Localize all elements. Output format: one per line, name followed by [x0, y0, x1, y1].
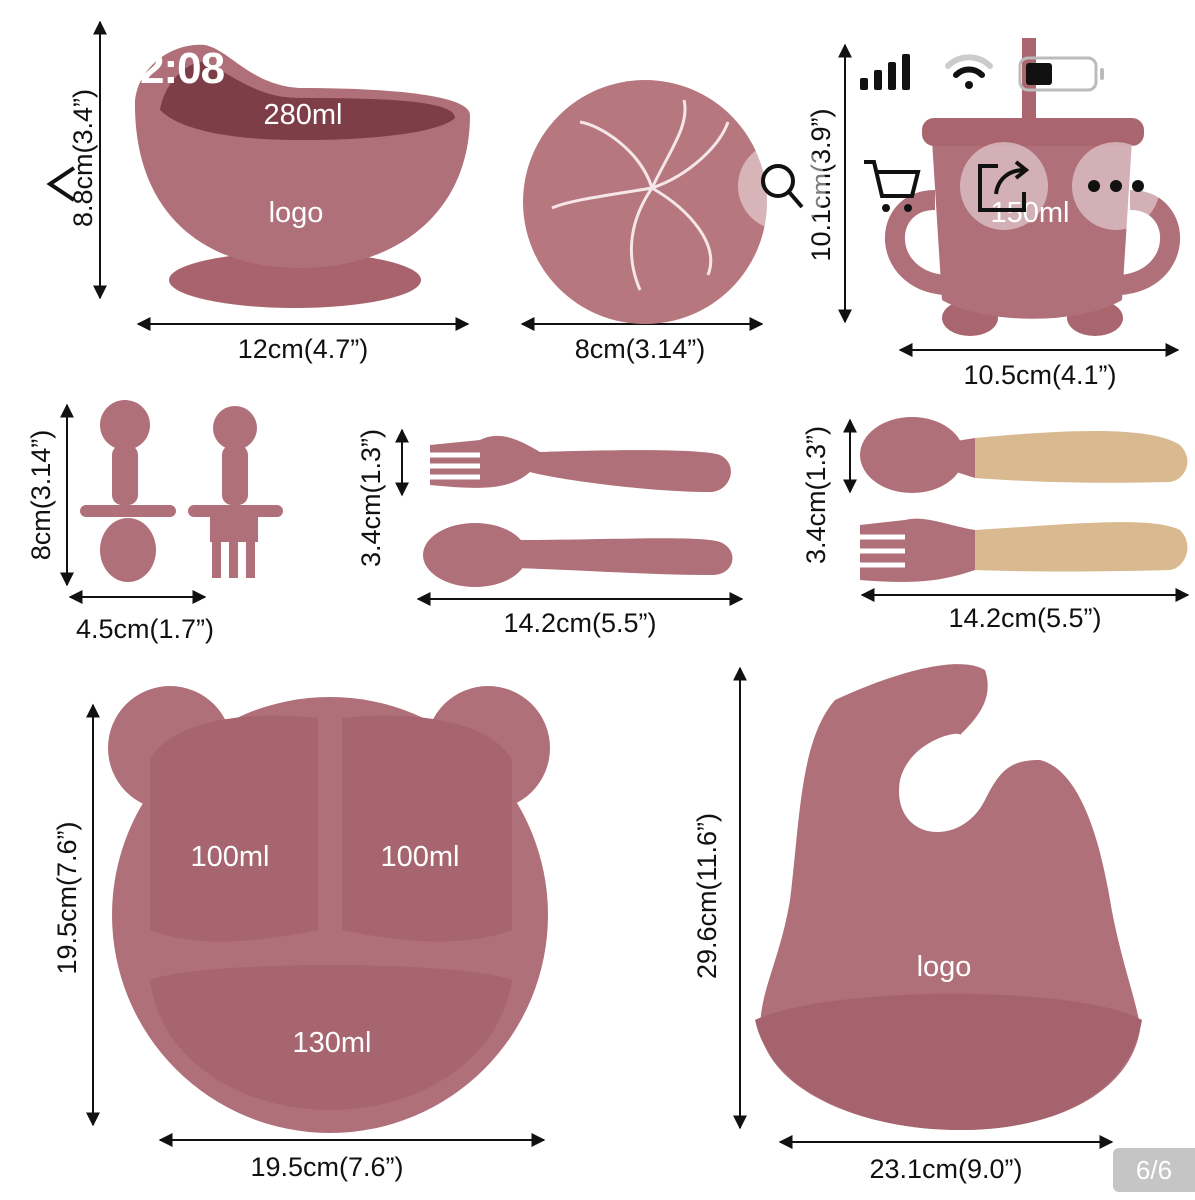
plate-bottom-capacity-label: 130ml	[293, 1027, 372, 1059]
plate-right-capacity-label: 100ml	[381, 841, 460, 873]
plate-height-label: 19.5cm(7.6”)	[52, 821, 82, 974]
cup-height-label: 10.1cm(3.9”)	[806, 108, 836, 261]
bib: logo	[755, 664, 1142, 1130]
wifi-icon	[945, 54, 993, 89]
search-icon	[761, 164, 804, 209]
bib-height-label: 29.6cm(11.6”)	[692, 813, 722, 979]
share-button[interactable]	[960, 142, 1048, 230]
cart-icon	[864, 160, 921, 212]
plate-left-capacity-label: 100ml	[191, 841, 270, 873]
bib-logo-label: logo	[917, 951, 972, 983]
status-icons	[860, 54, 1104, 92]
silicone-utensils-height-label: 3.4cm(1.3”)	[356, 429, 386, 567]
back-chevron-icon[interactable]	[42, 160, 82, 210]
more-icon	[1088, 180, 1144, 192]
mini-utensils	[80, 400, 283, 582]
bowl-height-label: 8.8cm(3.4”)	[68, 89, 98, 227]
dimension-arrows	[60, 20, 1190, 1149]
bowl: 280ml logo	[135, 44, 470, 308]
image-counter: 6/6	[1113, 1148, 1195, 1192]
status-time: 2:08	[140, 44, 225, 93]
bowl-width-label: 12cm(4.7”)	[238, 334, 369, 364]
mini-utensils-width-label: 4.5cm(1.7”)	[76, 614, 214, 644]
silicone-utensils-width-label: 14.2cm(5.5”)	[503, 608, 656, 638]
cup-width-label: 10.5cm(4.1”)	[963, 360, 1116, 390]
battery-icon	[1018, 56, 1104, 92]
wood-utensils	[858, 417, 1188, 582]
snack-lid	[523, 80, 767, 324]
bowl-logo-label: logo	[269, 197, 324, 229]
wood-utensils-width-label: 14.2cm(5.5”)	[948, 603, 1101, 633]
cup-capacity-label: 150ml	[991, 197, 1070, 229]
plate-width-label: 19.5cm(7.6”)	[250, 1152, 403, 1182]
silicone-utensils	[423, 435, 733, 587]
lid-width-label: 8cm(3.14”)	[575, 334, 706, 364]
share-icon	[978, 160, 1030, 212]
bib-width-label: 23.1cm(9.0”)	[869, 1154, 1022, 1184]
cart-button[interactable]	[848, 142, 936, 230]
bowl-capacity-label: 280ml	[264, 99, 343, 131]
more-button[interactable]	[1072, 142, 1160, 230]
signal-icon	[860, 54, 910, 90]
search-button[interactable]	[738, 142, 826, 230]
bear-plate: 100ml 100ml 130ml	[108, 686, 550, 1133]
mini-utensils-height-label: 8cm(3.14”)	[26, 430, 56, 561]
wood-utensils-height-label: 3.4cm(1.3”)	[801, 426, 831, 564]
